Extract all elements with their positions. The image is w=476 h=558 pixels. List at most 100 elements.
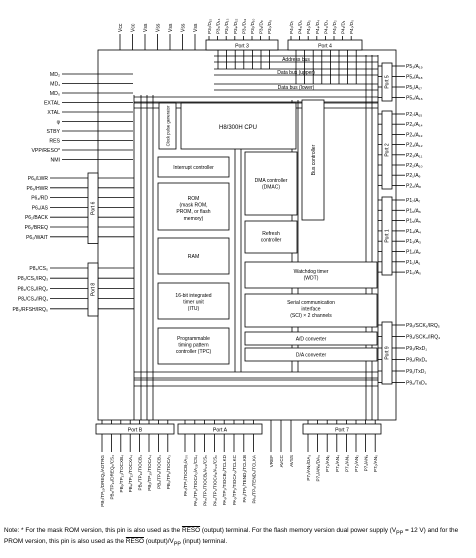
port2-pin-label: P2₄/A₁₂ (406, 143, 423, 149)
port1-pin-label: P1₇/A₇ (406, 198, 421, 204)
portB-label: Port B (128, 428, 143, 434)
portB-pin-label: PB₄/TP₁₂/TOCXA₄ (128, 455, 133, 493)
port2-label: Port 2 (385, 143, 391, 157)
control-signal-label: VPP/RESO* (31, 148, 60, 154)
port9-pin-label: P9₂/RxD₀ (406, 358, 427, 364)
portB-pin-label: PB₂/TP₁₀/TIOCA₄ (147, 455, 152, 491)
portA-label: Port A (213, 428, 228, 434)
bus-label: Data bus (lower) (278, 85, 315, 91)
port6-pin-label: P6₅/HWR (27, 186, 49, 192)
rom-label: PROM, or flash (176, 209, 210, 215)
refresh-label: controller (261, 238, 282, 244)
sci-label: (SCI) × 2 channels (290, 313, 332, 319)
port4-pin-label: P4₅/D₅ (306, 20, 311, 34)
port1-label: Port 1 (385, 229, 391, 243)
rom-label: memory) (184, 216, 204, 222)
itu-label: 16-bit integrated (175, 293, 211, 299)
sci-block (244, 293, 378, 328)
port2-pin-label: P2₇/A₁₅ (406, 112, 422, 118)
dma-label: (DMAC) (262, 185, 280, 191)
port3-pin-label: P3₃/D₁₁ (241, 18, 246, 34)
control-signal-label: RES (49, 139, 60, 145)
tpc-block (157, 327, 230, 365)
port9-pin-label: P9₅/SCK₁/IRQ₅ (406, 323, 440, 329)
port4-pin-label: P4₆/D₆ (298, 20, 303, 34)
port2-pin-label: P2₁/A₉ (406, 173, 421, 179)
port3-pin-label: P3₇/D₁₅ (207, 19, 212, 34)
port4-pin-label: P4₂/D₂ (332, 20, 337, 34)
sci-label: interface (301, 307, 320, 313)
port6-pin-label: P6₆/LWR (28, 176, 49, 182)
port4-pin-label: P4₁/D₁ (341, 20, 346, 34)
port4-pin-label: P4₀/D₀ (349, 20, 354, 34)
power-pin-label: Vcc (118, 23, 124, 32)
port7-pin-label: P7₂/AN₂ (354, 455, 359, 472)
port4-box (287, 39, 363, 51)
rom-block (157, 182, 230, 231)
portB-pin-label: PB₇/TP₁₅/DREQ₁/ADTRG (100, 455, 105, 507)
port5-pin-label: P5₂/A₁₈ (406, 75, 423, 81)
port6-box (87, 172, 99, 244)
cpu-label: H8/300H CPU (219, 125, 257, 131)
port9-pin-label: P9₃/RxD₁ (406, 346, 427, 352)
port7-pin-label: P7₇/AN₇/DA₁ (306, 455, 311, 481)
port8-pin-label: P8₃/CS₁/IRQ₃ (18, 276, 49, 282)
refresh-controller-block (244, 220, 298, 254)
analog-pin-label: AVCC (279, 454, 284, 467)
portA-pin-label: PA₂/TP₂/TIOCA₀/TCLKC (232, 454, 237, 505)
control-signal-label: MD₀ (50, 91, 60, 97)
port7-pin-label: P7₄/AN₄ (335, 455, 340, 472)
portB-box (95, 423, 175, 435)
portA-pin-label: PA₃/TP₃/TIOCB₀/TCLKD (222, 454, 227, 505)
port1-pin-label: P1₂/A₂ (406, 250, 421, 256)
wdt-label: Watchdog timer (294, 269, 329, 275)
bus-label: Address bus (282, 57, 310, 63)
port2-box (381, 110, 393, 190)
footnote: Note: * For the mask ROM version, this p… (4, 527, 459, 547)
port2-pin-label: P2₃/A₁₁ (406, 153, 423, 159)
portB-pin-label: PB₃/TP₁₁/TIOCB₄ (138, 455, 143, 491)
ram-block (157, 237, 230, 275)
port5-pin-label: P5₀/A₁₆ (406, 96, 423, 102)
portB-pin-label: PB₀/TP₈/TIOCA₃ (166, 455, 171, 489)
port7-pin-label: P7₃/AN₃ (344, 455, 349, 472)
port3-box (205, 39, 279, 51)
bus-label: Data bus (upper) (277, 70, 315, 76)
port8-box (87, 262, 99, 317)
port1-pin-label: P1₃/A₃ (406, 239, 421, 245)
portB-pin-label: PB₆/TP₁₄/DREQ₀/CS₄ (109, 455, 114, 500)
port9-pin-label: P9₀/TxD₀ (406, 381, 427, 387)
port3-pin-label: P3₁/D₉ (259, 20, 264, 34)
port6-pin-label: P6₃/AS (32, 205, 49, 211)
analog-pin-label: AVSS (289, 455, 294, 467)
sci-label: Serial communication (287, 300, 335, 306)
interrupt-controller-block (157, 156, 230, 178)
port8-pin-label: P8₁/CS₃/IRQ₁ (18, 297, 48, 303)
port3-pin-label: P3₀/D₈ (267, 20, 272, 34)
port5-box (381, 62, 393, 102)
rom-label: ROM (188, 196, 200, 202)
port8-pin-label: P8₂/CS₂/IRQ₂ (17, 286, 48, 292)
port2-pin-label: P2₀/A₈ (406, 183, 421, 189)
port3-pin-label: P3₅/D₁₃ (224, 18, 229, 34)
control-signal-label: NMI (50, 158, 60, 164)
tpc-label: timing pattern (178, 343, 209, 349)
clock-pulse-generator (158, 102, 177, 150)
portA-pin-label: PA₆/TP₆/TIOCA₂/A₂₁/CS₄ (193, 455, 198, 506)
portB-pin-label: PB₁/TP₉/TIOCB₃ (156, 455, 161, 489)
itu-label: timer unit (183, 300, 204, 306)
port6-pin-label: P6₁/BREQ (25, 225, 48, 231)
port4-label: Port 4 (318, 44, 332, 50)
power-pin-label: Vcc (131, 23, 137, 32)
port6-pin-label: P6₄/RD (31, 196, 48, 202)
port8-pin-label: P8₀/RFSH/IRQ₀ (12, 307, 48, 313)
itu-label: (ITU) (188, 306, 200, 312)
port4-pin-label: P4₄/D₄ (315, 20, 320, 34)
port9-box (381, 321, 393, 385)
control-signal-label: EXTAL (44, 101, 60, 107)
power-pin-label: Vss (156, 23, 162, 32)
clock-label: Clock pulse generator (166, 105, 171, 146)
port2-pin-label: P2₂/A₁₀ (406, 163, 423, 169)
bus-controller-block (301, 99, 325, 221)
